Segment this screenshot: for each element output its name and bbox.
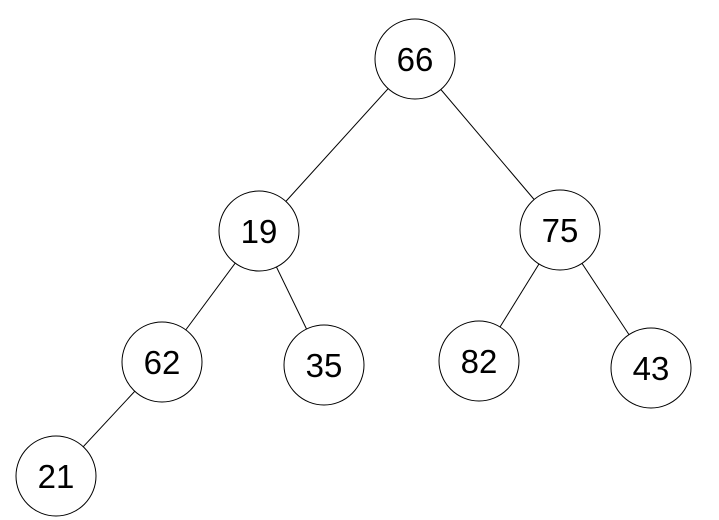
tree-node-circle-62 (121, 321, 203, 403)
tree-node-21: 21 (15, 435, 97, 517)
tree-node-circle-19 (218, 190, 300, 272)
tree-node-circle-66 (374, 18, 456, 100)
tree-node-label-19: 19 (241, 213, 278, 250)
tree-node-label-66: 66 (397, 41, 434, 78)
tree-node-label-35: 35 (306, 347, 343, 384)
tree-node-66: 66 (374, 18, 456, 100)
tree-node-circle-35 (283, 324, 365, 406)
tree-node-43: 43 (610, 327, 692, 409)
tree-node-label-62: 62 (144, 344, 181, 381)
tree-nodes-layer: 66 19 75 62 35 82 43 21 (15, 18, 692, 517)
tree-node-label-82: 82 (461, 343, 498, 380)
tree-node-circle-21 (15, 435, 97, 517)
tree-node-62: 62 (121, 321, 203, 403)
tree-node-35: 35 (283, 324, 365, 406)
tree-node-19: 19 (218, 190, 300, 272)
tree-node-circle-75 (519, 189, 601, 271)
tree-node-label-75: 75 (542, 212, 579, 249)
tree-node-82: 82 (438, 320, 520, 402)
tree-node-circle-82 (438, 320, 520, 402)
tree-node-75: 75 (519, 189, 601, 271)
tree-node-circle-43 (610, 327, 692, 409)
tree-node-label-43: 43 (633, 350, 670, 387)
tree-node-label-21: 21 (38, 458, 75, 495)
